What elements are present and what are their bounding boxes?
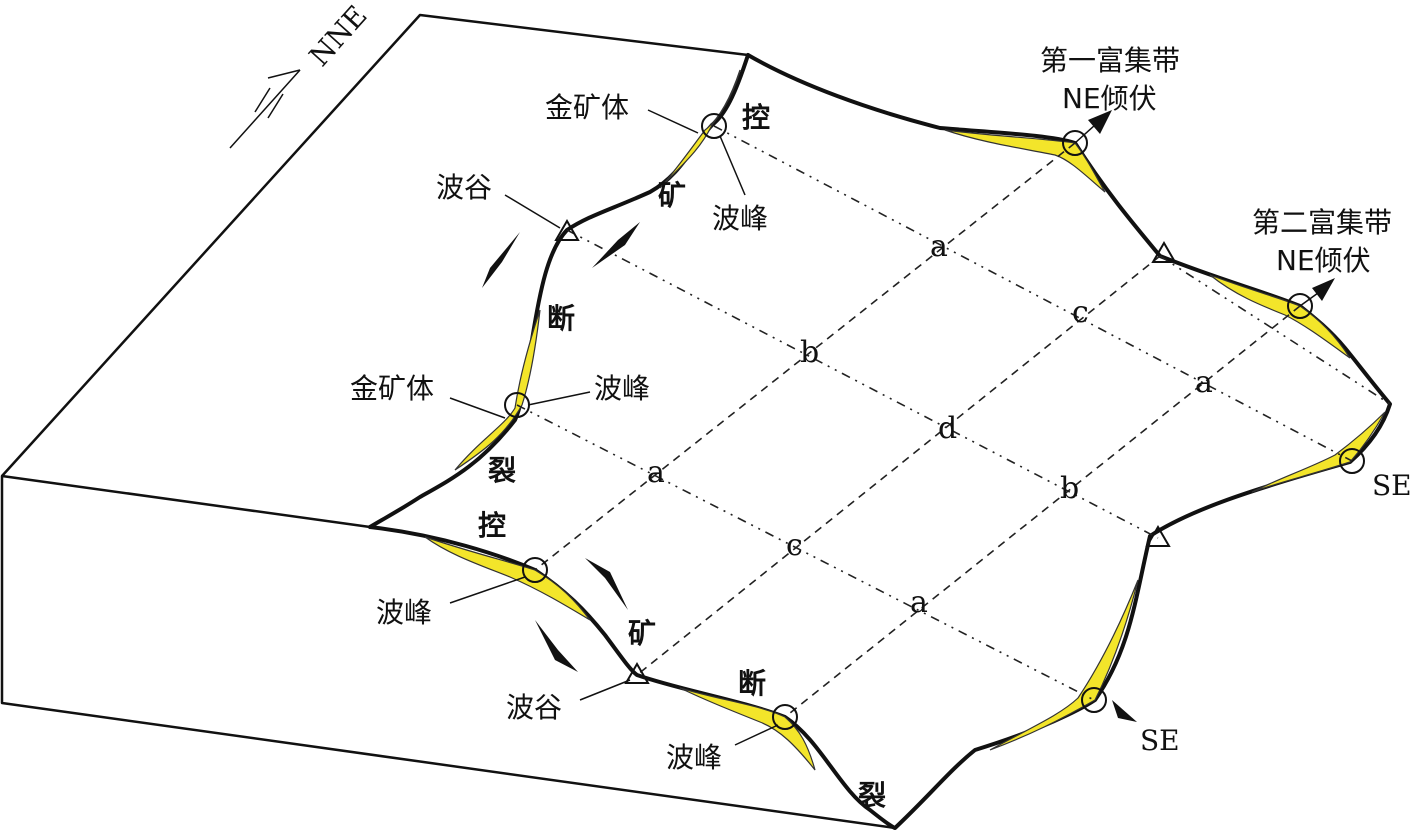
fault-char: 控 bbox=[478, 509, 506, 542]
crest-marker bbox=[1339, 448, 1365, 474]
grid-letter: b bbox=[1060, 471, 1079, 506]
plunge-arrow-head bbox=[1312, 278, 1335, 301]
trough-label-bottom: 波谷 bbox=[506, 691, 562, 724]
fault-char: 断 bbox=[547, 302, 575, 335]
grid-letter: d bbox=[938, 411, 957, 446]
crest-marker bbox=[1081, 687, 1107, 713]
crest-marker bbox=[522, 557, 548, 583]
leader-trough-bottom bbox=[579, 679, 631, 701]
zone2-plunge: NE倾伏 bbox=[1276, 244, 1371, 277]
ore-body-front-left bbox=[424, 536, 591, 621]
crest-label-bottom: 波峰 bbox=[666, 741, 722, 774]
fault-trace-front bbox=[368, 53, 1392, 830]
plunge-arrow-head bbox=[1112, 700, 1137, 722]
crest-label-top: 波峰 bbox=[712, 202, 768, 235]
block-outline bbox=[0, 13, 896, 830]
trough-marker bbox=[554, 219, 580, 241]
fault-char: 断 bbox=[738, 667, 766, 700]
plunge-arrows bbox=[1074, 110, 1335, 722]
orientation-label: NNE bbox=[303, 0, 374, 73]
ore-body-top bbox=[659, 69, 741, 189]
zone1-title: 第一富集带 bbox=[1040, 44, 1180, 77]
fault-char: 裂 bbox=[858, 779, 886, 812]
fault-trace-back bbox=[368, 53, 750, 529]
strike-tick bbox=[254, 87, 271, 113]
ore-body-label-mid: 金矿体 bbox=[350, 372, 434, 405]
strike-barb bbox=[267, 69, 301, 79]
fault-char: 控 bbox=[742, 101, 770, 134]
trough-marker bbox=[624, 662, 650, 684]
grid-letter: a bbox=[647, 455, 665, 490]
slip-arrow bbox=[585, 558, 628, 610]
crest-label-lower-left: 波峰 bbox=[376, 596, 432, 629]
slip-arrow bbox=[592, 222, 640, 268]
strike-line bbox=[229, 69, 301, 149]
grid-line-ridge-2 bbox=[566, 229, 1159, 539]
grid-letter: a bbox=[930, 229, 948, 264]
ore-body-label-top: 金矿体 bbox=[545, 91, 629, 124]
slip-arrow bbox=[482, 232, 520, 288]
fault-char: 矿 bbox=[658, 179, 686, 212]
leader-crest-mid bbox=[527, 391, 591, 406]
ore-body-right-1 bbox=[944, 129, 1106, 193]
crest-marker bbox=[1062, 130, 1088, 156]
leader-crest-lower-left bbox=[449, 576, 526, 604]
direction-se-bottom: SE bbox=[1140, 724, 1180, 757]
grid-letter: a bbox=[1195, 365, 1213, 400]
ore-body-right-2 bbox=[1209, 274, 1351, 359]
leader-trough-top bbox=[504, 194, 561, 229]
crest-symbols bbox=[504, 113, 1365, 730]
direction-se-right: SE bbox=[1372, 469, 1412, 502]
leader-ore-mid bbox=[449, 397, 506, 419]
zone2-title: 第二富集带 bbox=[1252, 206, 1392, 239]
ore-body-right-3 bbox=[1251, 411, 1386, 493]
leader-crest-bottom bbox=[734, 724, 779, 746]
block-top-back-edge bbox=[1, 13, 749, 477]
strike-tick bbox=[267, 93, 284, 119]
fault-char: 矿 bbox=[628, 617, 656, 650]
plunge-arrow-shaft bbox=[1074, 124, 1096, 144]
plunge-arrow-head bbox=[1088, 110, 1112, 134]
trough-marker bbox=[1151, 241, 1177, 263]
trough-marker bbox=[1145, 525, 1171, 547]
crest-label-mid: 波峰 bbox=[594, 372, 650, 405]
grid-line-ridge-3 bbox=[516, 404, 1095, 701]
grid-letter: b bbox=[800, 335, 819, 370]
zone1-plunge: NE倾伏 bbox=[1062, 82, 1157, 115]
slip-arrows bbox=[482, 222, 640, 672]
leader-lines bbox=[449, 109, 779, 746]
crest-marker bbox=[1287, 293, 1313, 319]
ore-body-right-4 bbox=[989, 579, 1139, 751]
slip-arrow bbox=[535, 620, 578, 672]
block-left-face bbox=[0, 474, 896, 830]
strike-symbol bbox=[229, 69, 301, 149]
leader-crest-top bbox=[719, 135, 746, 196]
plunge-arrow-shaft bbox=[1299, 292, 1319, 307]
grid-line-plunge-3 bbox=[784, 305, 1301, 718]
grid-lines bbox=[516, 125, 1391, 718]
trough-symbols bbox=[554, 219, 1177, 684]
crest-marker bbox=[701, 113, 727, 139]
grid-line-plunge-1 bbox=[534, 142, 1076, 571]
trough-label-top: 波谷 bbox=[436, 171, 492, 204]
crest-marker bbox=[772, 704, 798, 730]
grid-letter: a bbox=[910, 585, 928, 620]
grid-letter: c bbox=[1072, 295, 1089, 330]
ore-body-mid bbox=[454, 309, 541, 471]
leader-ore-top bbox=[647, 109, 699, 134]
grid-letter: c bbox=[786, 528, 803, 563]
fault-char: 裂 bbox=[488, 454, 516, 487]
